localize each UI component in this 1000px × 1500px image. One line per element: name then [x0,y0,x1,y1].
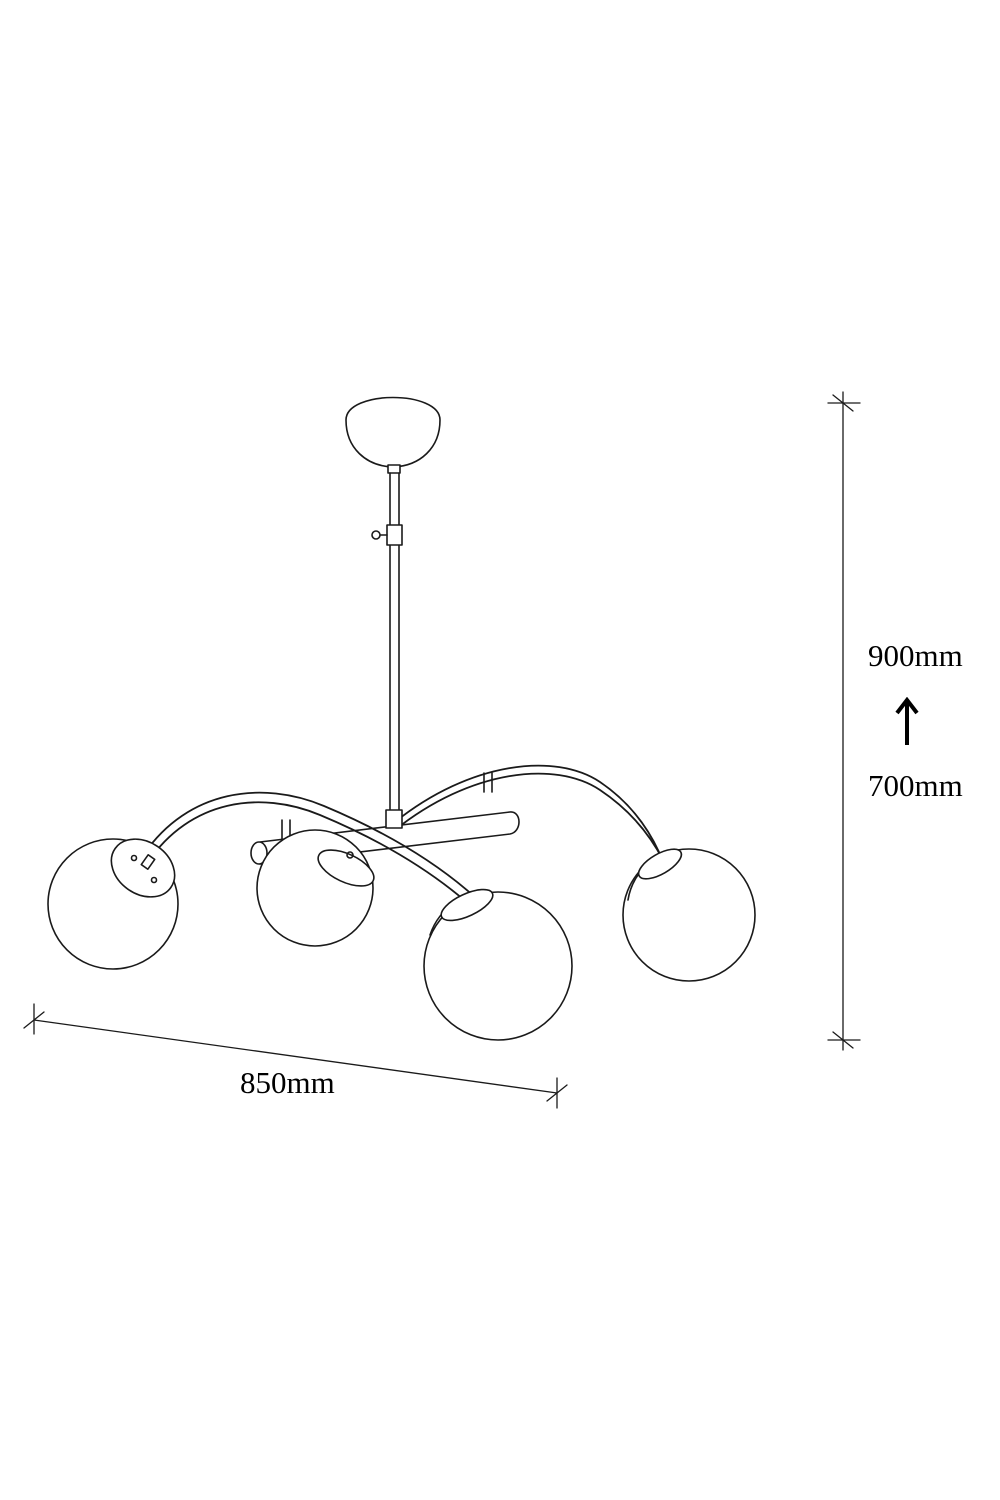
arm-back-right [394,764,664,861]
arrow-up-icon [895,697,919,745]
ceiling-canopy [345,396,441,474]
globe-2 [256,829,375,947]
height-max-label: 900mm [868,638,963,673]
arm-left [143,791,477,906]
width-dimension [23,1003,568,1109]
globe-4 [622,848,756,982]
globe-3 [423,888,573,1041]
rod-connector [385,809,403,829]
height-min-label: 700mm [868,768,963,803]
globe-1 [47,838,179,970]
suspension-rod [371,472,403,813]
height-dimension [827,391,861,1051]
width-dimension-label: 850mm [240,1065,335,1100]
